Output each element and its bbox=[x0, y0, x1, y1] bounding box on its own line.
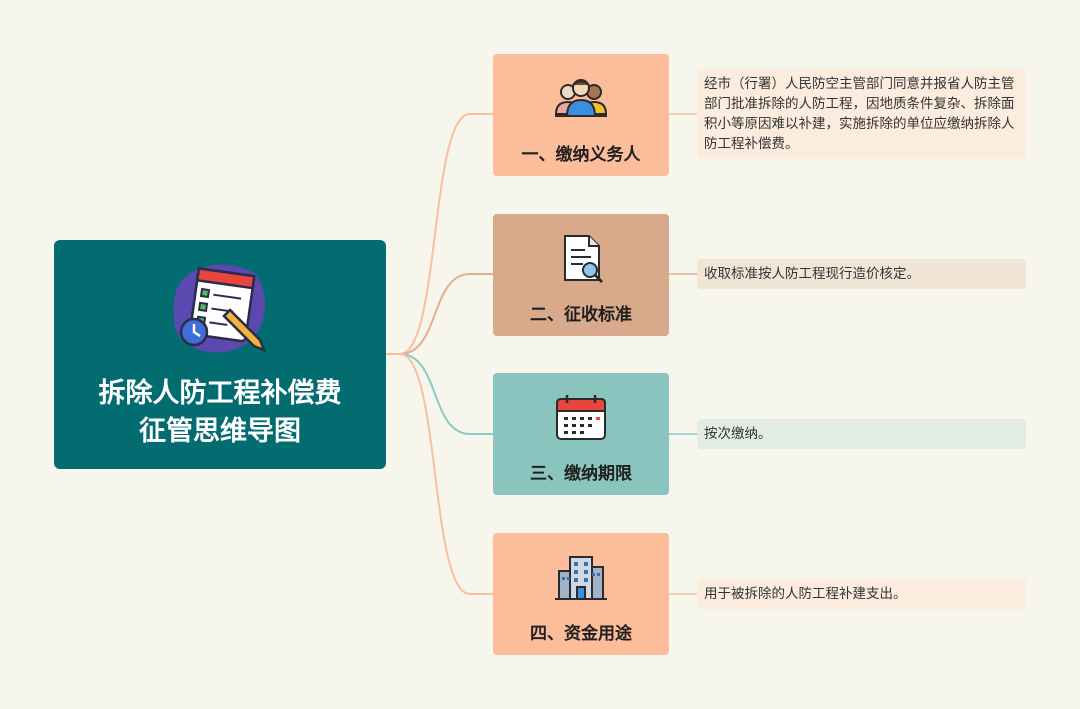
root-node[interactable]: 拆除人防工程补偿费 征管思维导图 bbox=[54, 240, 386, 469]
note-deadline: 按次缴纳。 bbox=[697, 419, 1026, 449]
connector-line-3 bbox=[386, 353, 493, 435]
connector-line-2 bbox=[386, 273, 493, 355]
root-title-line-1: 拆除人防工程补偿费 bbox=[98, 378, 342, 409]
note-taxpayer: 经市（行署）人民防空主管部门同意并报省人防主管部门批准拆除的人防工程，因地质条件… bbox=[697, 69, 1026, 159]
branch-label: 二、征收标准 bbox=[530, 305, 632, 325]
branch-label: 三、缴纳期限 bbox=[530, 464, 632, 484]
checklist-clipboard-icon bbox=[173, 264, 267, 353]
connector-line-4 bbox=[386, 353, 493, 595]
root-title-line-2: 征管思维导图 bbox=[139, 416, 301, 447]
note-standard: 收取标准按人防工程现行造价核定。 bbox=[697, 259, 1026, 289]
connector-line-1 bbox=[386, 113, 493, 355]
branch-deadline[interactable]: 三、缴纳期限 bbox=[493, 373, 669, 495]
people-group-icon bbox=[554, 79, 608, 117]
branch-standard[interactable]: 二、征收标准 bbox=[493, 214, 669, 336]
branch-taxpayer[interactable]: 一、缴纳义务人 bbox=[493, 54, 669, 176]
calendar-icon bbox=[556, 395, 606, 440]
office-building-icon bbox=[555, 556, 607, 600]
branch-label: 一、缴纳义务人 bbox=[521, 145, 641, 165]
document-search-icon bbox=[564, 235, 604, 284]
note-fund-use: 用于被拆除的人防工程补建支出。 bbox=[697, 579, 1026, 609]
branch-fund-use[interactable]: 四、资金用途 bbox=[493, 533, 669, 655]
branch-label: 四、资金用途 bbox=[530, 624, 632, 644]
